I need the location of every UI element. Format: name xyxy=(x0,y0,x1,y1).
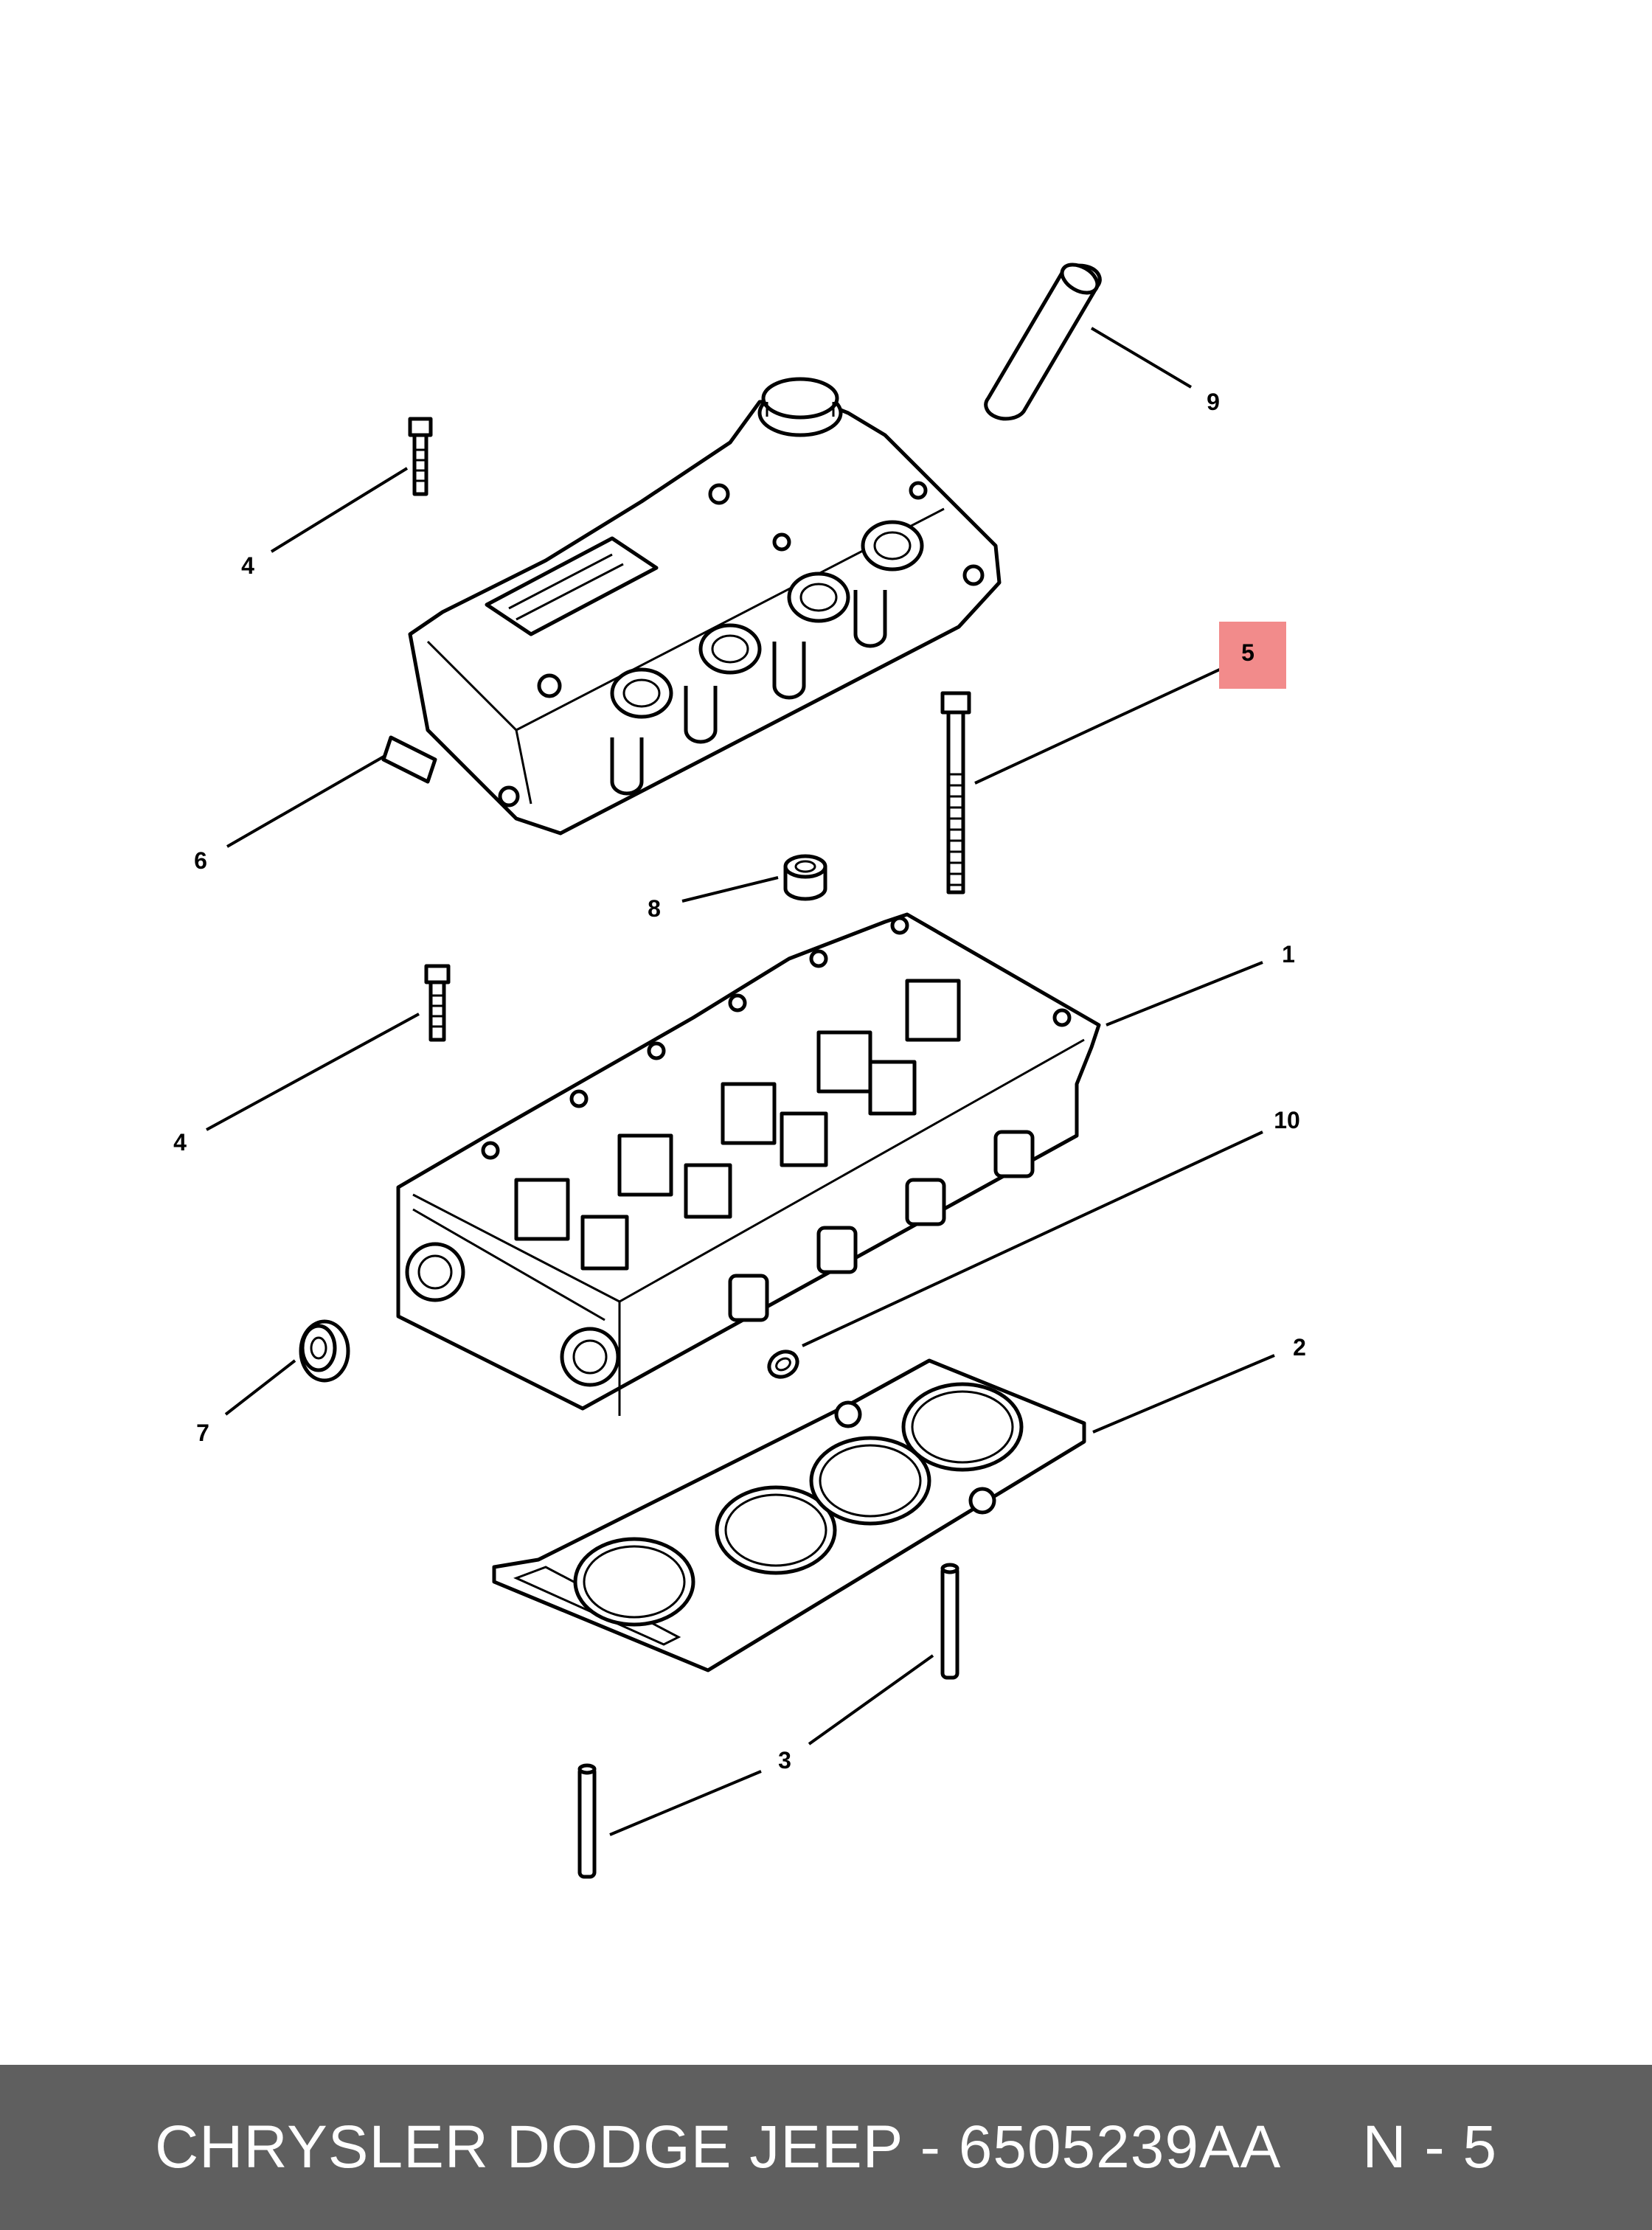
part-6-valve-cover xyxy=(381,377,1002,836)
callout-4-upper: 4 xyxy=(241,552,254,579)
part-5-head-bolt xyxy=(940,691,971,895)
callout-9: 9 xyxy=(1207,389,1220,415)
part-3-dowel-pin-left xyxy=(577,1763,597,1879)
leader-6 xyxy=(226,754,386,848)
leader-1 xyxy=(1106,961,1263,1027)
leader-2 xyxy=(1092,1354,1275,1434)
part-3-dowel-pin-right xyxy=(940,1563,959,1680)
callout-7: 7 xyxy=(196,1420,209,1446)
part-7-plug xyxy=(299,1319,350,1383)
diagram-reference-text: N - 5 xyxy=(1362,2113,1498,2181)
leader-4-upper xyxy=(270,467,409,553)
exploded-parts-diagram: 1 2 3 4 4 5 6 7 8 9 10 xyxy=(173,263,1306,1879)
callout-6: 6 xyxy=(194,847,207,874)
part-number-text: CHRYSLER DODGE JEEP - 6505239AA xyxy=(154,2113,1282,2181)
part-4-lower-bolt xyxy=(424,964,451,1042)
callout-10: 10 xyxy=(1274,1107,1300,1133)
part-1-cylinder-head xyxy=(396,912,1101,1416)
part-9-tube xyxy=(984,263,1102,421)
callout-3: 3 xyxy=(778,1747,791,1774)
callout-1: 1 xyxy=(1282,941,1295,968)
part-2-head-gasket xyxy=(492,1358,1086,1672)
part-8-spacer xyxy=(783,854,827,901)
callout-2: 2 xyxy=(1293,1334,1306,1361)
leader-4-lower xyxy=(206,1012,420,1131)
leader-8 xyxy=(681,876,779,903)
callout-4-lower: 4 xyxy=(173,1129,187,1156)
leader-7 xyxy=(224,1359,296,1416)
callout-8: 8 xyxy=(648,895,661,922)
leader-3-left xyxy=(609,1770,762,1836)
part-10-o-ring xyxy=(767,1350,799,1379)
highlight-box-5 xyxy=(1219,622,1286,689)
footer-bar: CHRYSLER DODGE JEEP - 6505239AA N - 5 xyxy=(0,2065,1652,2230)
leader-10 xyxy=(802,1130,1263,1347)
callout-5: 5 xyxy=(1241,639,1254,666)
leader-3-right xyxy=(808,1654,934,1746)
leader-9 xyxy=(1090,327,1193,389)
leader-5 xyxy=(974,666,1225,785)
part-4-upper-bolt xyxy=(408,417,433,496)
